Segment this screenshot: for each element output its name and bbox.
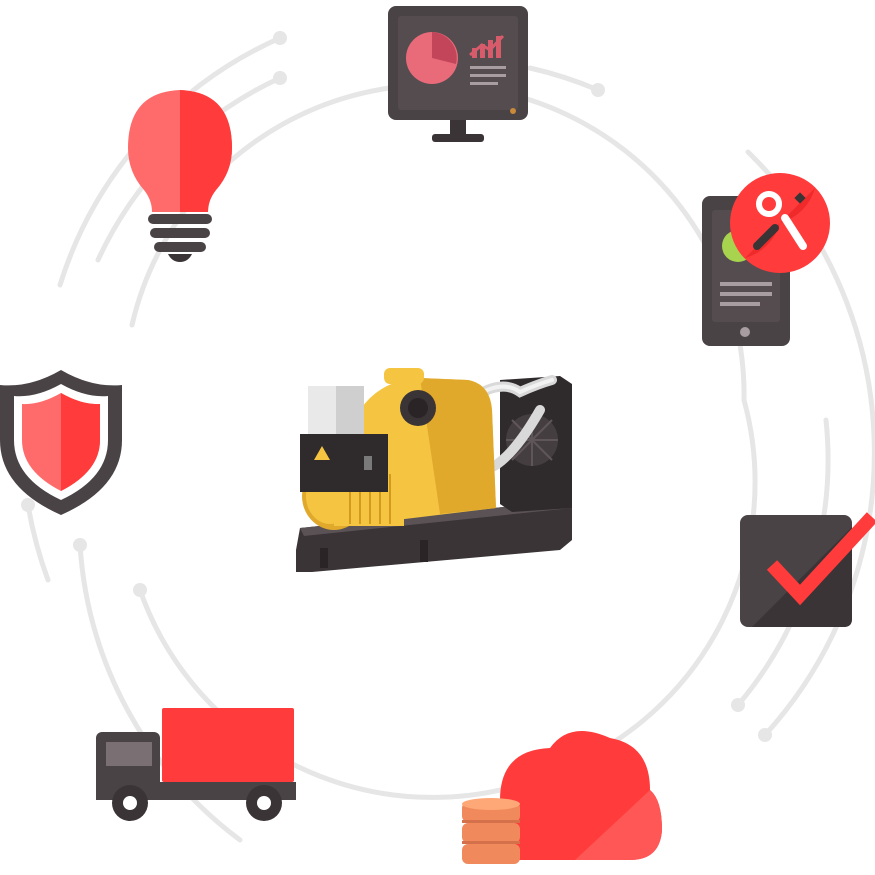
generator-illustration xyxy=(296,368,572,572)
ring-inner-bottom xyxy=(137,587,563,800)
ring-dot xyxy=(133,583,147,597)
delivery-truck-icon xyxy=(96,708,296,821)
tablet-tools-icon xyxy=(702,173,830,346)
ring-outer-top-right xyxy=(527,65,601,93)
security-shield-icon xyxy=(0,370,122,515)
ring-dot xyxy=(758,728,772,742)
monitor-analytics-icon xyxy=(388,6,528,142)
checkbox-check-icon xyxy=(740,512,875,627)
ring-outer-bottom-left-2 xyxy=(77,542,243,843)
ring-dot xyxy=(21,498,35,512)
database-stack xyxy=(462,798,520,864)
ring-dot xyxy=(731,698,745,712)
cloud-database-icon xyxy=(462,730,662,864)
ring-dot xyxy=(273,31,287,45)
ring-dot xyxy=(273,71,287,85)
ring-outer-bottom-left xyxy=(25,502,51,583)
light-bulb-icon xyxy=(128,90,232,262)
ring-inner-right xyxy=(557,397,758,773)
ring-dot xyxy=(591,83,605,97)
ring-dot xyxy=(73,538,87,552)
